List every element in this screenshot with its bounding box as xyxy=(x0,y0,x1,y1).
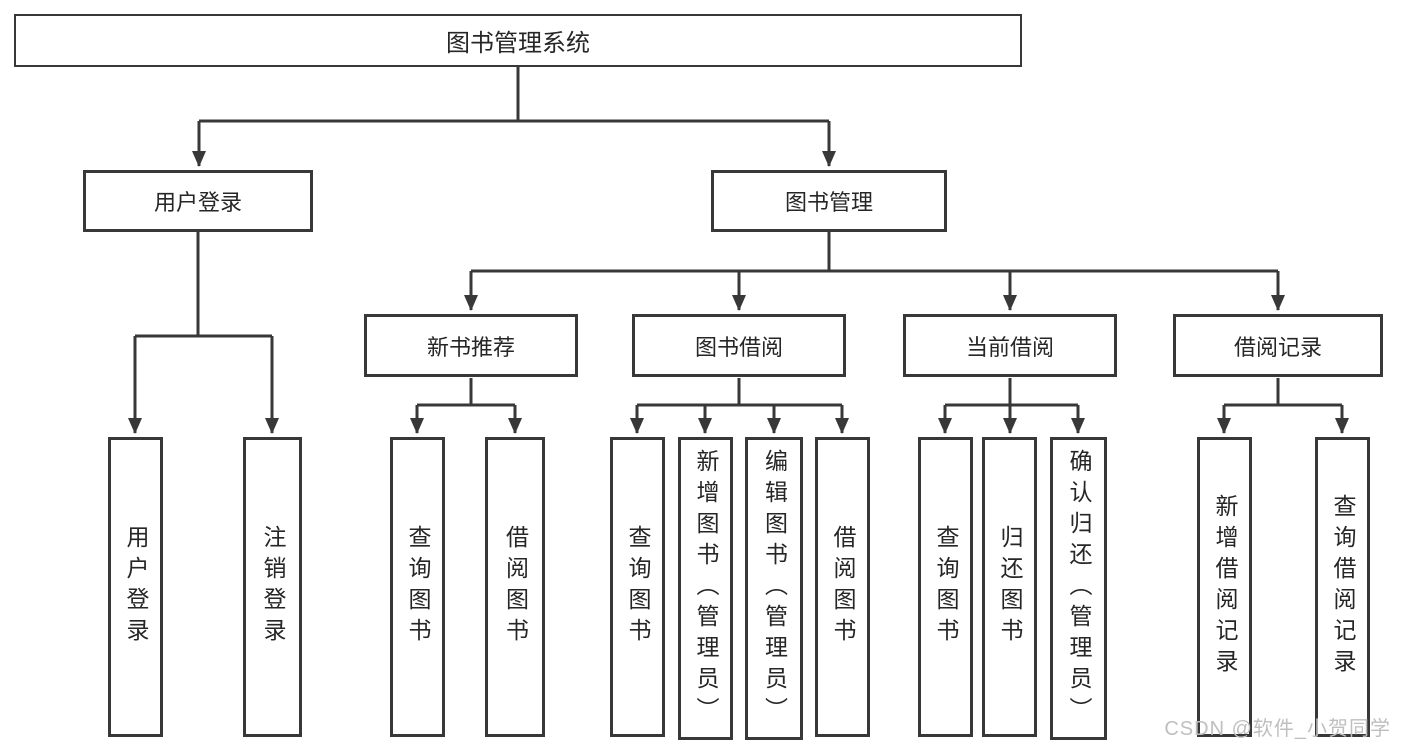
leaf-borrow-books: 借阅图书 xyxy=(485,437,545,737)
node-current-borrowing: 当前借阅 xyxy=(903,314,1117,377)
leaf-add-borrow-record: 新增借阅记录 xyxy=(1197,437,1252,737)
node-label: 用户登录 xyxy=(153,190,242,215)
leaf-borrow-books: 借阅图书 xyxy=(815,437,870,737)
node-label: 用户登录 xyxy=(123,525,149,649)
node-label: 编辑图书（管理员） xyxy=(761,449,788,728)
leaf-query-books: 查询图书 xyxy=(918,437,973,737)
node-label: 图书管理系统 xyxy=(446,30,590,57)
node-label: 查询图书 xyxy=(933,525,959,649)
node-label: 新书推荐 xyxy=(426,334,515,360)
leaf-add-books-admin: 新增图书（管理员） xyxy=(678,437,733,740)
node-label: 借阅记录 xyxy=(1233,334,1322,360)
leaf-user-login: 用户登录 xyxy=(108,437,163,737)
node-borrowing-records: 借阅记录 xyxy=(1173,314,1383,377)
node-label: 新增图书（管理员） xyxy=(693,449,719,728)
node-label: 确认归还（管理员） xyxy=(1066,449,1092,728)
node-label: 借阅图书 xyxy=(502,525,529,649)
leaf-confirm-return-admin: 确认归还（管理员） xyxy=(1050,437,1107,740)
node-label: 查询借阅记录 xyxy=(1330,494,1356,680)
node-book-management: 图书管理 xyxy=(711,170,947,232)
node-user-login: 用户登录 xyxy=(83,170,313,232)
node-label: 注销登录 xyxy=(260,525,286,649)
node-label: 查询图书 xyxy=(405,525,431,649)
node-label: 当前借阅 xyxy=(965,334,1054,360)
leaf-edit-books-admin: 编辑图书（管理员） xyxy=(745,437,803,740)
node-label: 新增借阅记录 xyxy=(1212,494,1238,680)
node-label: 查询图书 xyxy=(625,525,651,649)
node-label: 图书借阅 xyxy=(694,334,783,360)
node-label: 图书管理 xyxy=(784,190,873,215)
leaf-return-books: 归还图书 xyxy=(982,437,1037,737)
node-label: 归还图书 xyxy=(997,525,1023,649)
node-label: 借阅图书 xyxy=(830,525,856,649)
leaf-query-books: 查询图书 xyxy=(390,437,445,737)
csdn-watermark: CSDN @软件_小贺同学 xyxy=(1164,718,1391,740)
leaf-query-books: 查询图书 xyxy=(610,437,665,737)
node-new-book-recommend: 新书推荐 xyxy=(364,314,578,377)
node-library-management-system: 图书管理系统 xyxy=(14,14,1022,67)
leaf-query-borrow-record: 查询借阅记录 xyxy=(1315,437,1370,737)
leaf-logout-login: 注销登录 xyxy=(243,437,302,737)
node-book-borrowing: 图书借阅 xyxy=(632,314,846,377)
